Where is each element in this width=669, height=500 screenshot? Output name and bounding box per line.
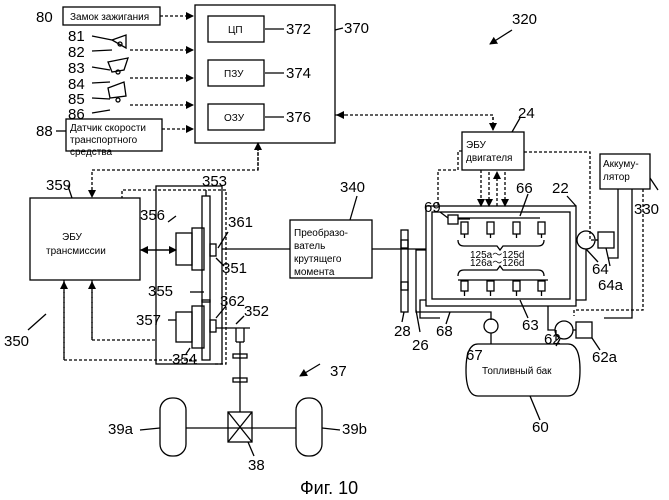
ref-64: 64 [592,261,609,278]
component-69 [448,215,458,224]
injectors-125 [461,222,545,238]
ignition-label: Замок зажигания [70,12,149,23]
ref-62a: 62a [592,349,618,366]
ref-372: 372 [286,21,311,38]
ref-67: 67 [466,347,483,364]
wheel-39b [296,398,322,456]
battery-label-2: лятор [603,172,630,183]
ref-359: 359 [46,177,71,194]
ref-352: 352 [244,303,269,320]
engine-ecu-label-2: двигателя [466,153,512,164]
reference-numerals: 80 81 82 83 84 85 86 88 372 374 376 370 … [4,9,659,474]
ref-374: 374 [286,65,311,82]
ref-37: 37 [330,363,347,380]
pump-62a [576,322,592,338]
converter-label-4: момента [294,267,335,278]
ref-86: 86 [68,106,85,123]
ref-355: 355 [148,283,173,300]
ref-63: 63 [522,317,539,334]
ref-353: 353 [202,173,227,190]
ref-362: 362 [220,293,245,310]
converter-label-3: крутящего [294,254,342,265]
ref-88: 88 [36,123,53,140]
pump-67 [484,319,498,333]
trans-ecu-label-1: ЭБУ [62,232,83,243]
gear-housing [156,186,222,364]
sensor-glyphs [108,35,128,102]
ref-81: 81 [68,28,85,45]
ref-376: 376 [286,109,311,126]
battery-label-1: Аккуму- [603,159,639,170]
transmission-ecu-box [30,198,140,280]
pump-64a [598,232,614,248]
main-ecu-box [195,5,335,143]
fuel-tank-label: Топливный бак [482,365,552,377]
ref-39b: 39b [342,421,367,438]
ref-26: 26 [412,337,429,354]
figure-caption: Фиг. 10 [300,478,358,498]
injectors-126 [458,280,548,296]
ref-350: 350 [4,333,29,350]
wheel-39a [160,398,186,456]
ref-62: 62 [544,331,561,348]
ref-66: 66 [516,180,533,197]
clutch-356 [176,233,192,265]
trans-ecu-label-2: трансмиссии [46,246,106,257]
rom-label: ПЗУ [224,69,244,80]
cpu-label: ЦП [228,25,243,36]
speed-sensor-label-2: транспортного [70,135,138,146]
converter-label-1: Преобразо- [294,227,348,239]
speed-sensor-label-1: Датчик скорости [70,123,146,134]
ref-80: 80 [36,9,53,26]
ref-356: 356 [140,207,165,224]
ref-370: 370 [344,20,369,37]
clutch-357 [176,312,192,342]
engine-ecu-label-1: ЭБУ [466,140,487,151]
ref-361: 361 [228,214,253,231]
ref-24: 24 [518,105,535,122]
ref-320: 320 [512,11,537,28]
ram-label: ОЗУ [224,113,245,124]
ref-82: 82 [68,44,85,61]
speed-sensor-label-3: средства [70,147,113,158]
ref-39a: 39a [108,421,134,438]
ref-354: 354 [172,351,197,368]
ref-68: 68 [436,323,453,340]
ref-357: 357 [136,312,161,329]
ref-340: 340 [340,179,365,196]
ref-38: 38 [248,457,265,474]
ref-83: 83 [68,60,85,77]
injectors-bottom-label: 126a～126d [470,258,525,269]
flywheel-28 [401,230,408,312]
ref-22: 22 [552,180,569,197]
converter-label-2: ватель [294,241,325,252]
engine-ecu-box [462,132,524,170]
ref-60: 60 [532,419,549,436]
ref-64a: 64a [598,277,624,294]
ref-28: 28 [394,323,411,340]
ref-351: 351 [222,260,247,277]
ref-69: 69 [424,199,441,216]
ref-330: 330 [634,201,659,218]
